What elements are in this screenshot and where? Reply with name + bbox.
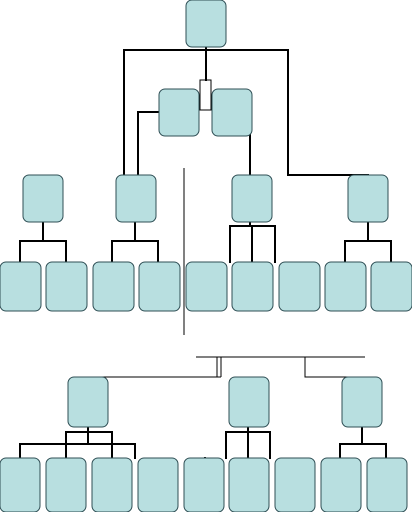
upper-leaf-node-8 (324, 261, 367, 312)
edge-l3-2-leaves (111, 221, 159, 263)
lower-leaf-node-5 (183, 457, 225, 512)
lower-leaf-node-1 (0, 457, 41, 512)
edge-center-connector (199, 79, 212, 111)
edge-l3-1-leaves (19, 221, 67, 263)
upper-leaf-node-5 (185, 261, 228, 312)
edge-p3-leaves (339, 426, 387, 459)
level3-node-1 (22, 174, 64, 223)
edge-l3-3-leaves (229, 221, 276, 263)
upper-leaf-node-9 (370, 261, 412, 312)
lower-leaf-node-9 (366, 457, 408, 512)
upper-leaf-node-1 (0, 261, 42, 312)
lower-parent-node-3 (341, 376, 383, 428)
lower-leaf-node-2 (45, 457, 87, 512)
lower-leaf-node-6 (228, 457, 270, 512)
lower-leaf-node-4 (137, 457, 179, 512)
lower-leaf-node-8 (320, 457, 362, 512)
lower-leaf-node-7 (274, 457, 316, 512)
upper-leaf-node-2 (45, 261, 88, 312)
edge-l2left-to-l3 (137, 111, 161, 176)
upper-leaf-node-6 (231, 261, 274, 312)
upper-tree-nodes (0, 0, 412, 312)
edge-p2-leaves (204, 426, 271, 459)
upper-tree-connectors (19, 46, 392, 335)
lower-tree-nodes (0, 376, 408, 512)
level2-node-right (211, 88, 253, 137)
level2-node-left (158, 88, 200, 137)
lower-leaf-node-3 (91, 457, 133, 512)
lower-branch-right (304, 357, 362, 378)
root-node (185, 0, 227, 48)
edge-p1-leaves (19, 426, 136, 459)
lower-parent-node-1 (67, 376, 109, 428)
upper-leaf-node-4 (138, 261, 181, 312)
upper-leaf-node-3 (92, 261, 135, 312)
lower-parent-node-2 (228, 376, 270, 428)
upper-leaf-node-7 (278, 261, 321, 312)
level3-node-4 (347, 174, 389, 223)
edge-frame-right (287, 49, 369, 176)
lower-tree-connectors (19, 356, 387, 459)
level3-node-3 (231, 174, 273, 223)
edge-l3-4-leaves (344, 221, 392, 263)
level3-node-2 (115, 174, 157, 223)
